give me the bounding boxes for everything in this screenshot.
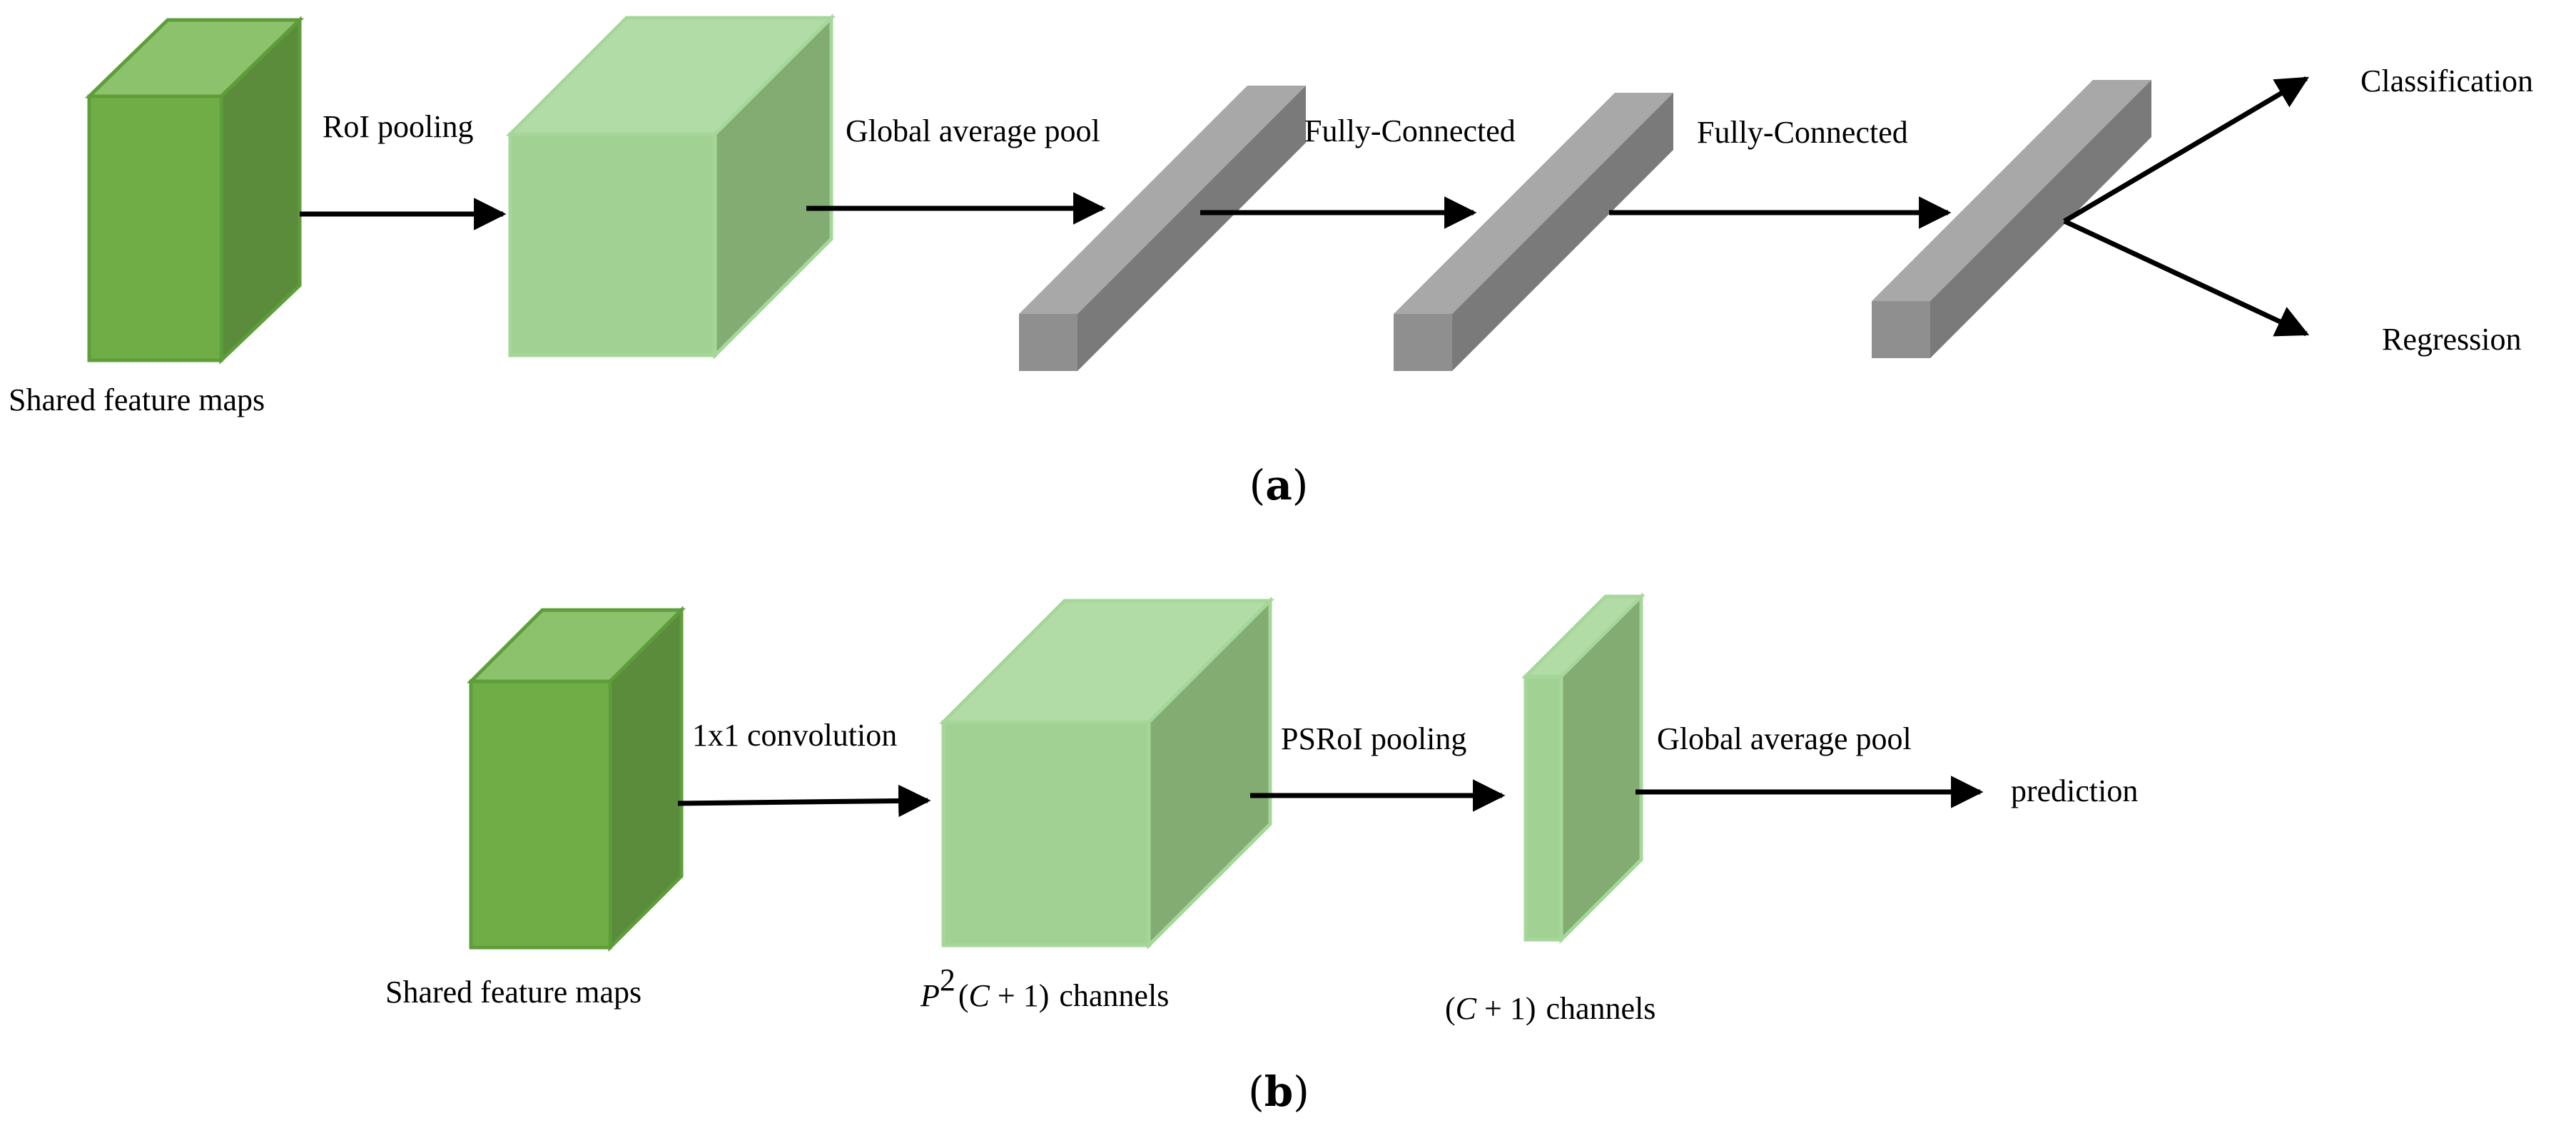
cube-score-maps <box>938 596 1275 950</box>
label-roi-pooling: RoI pooling <box>323 109 473 144</box>
caption-a: (a) <box>1249 461 1309 509</box>
cube-shared-feature-maps-a <box>84 16 305 365</box>
label-p2-channels: P2(C + 1)channels <box>920 962 1169 1013</box>
label-1x1-convolution: 1x1 convolution <box>692 718 897 753</box>
fc-vector-3 <box>1872 80 2151 358</box>
fc-vector-1 <box>1019 86 1306 371</box>
fc-vector-2 <box>1394 93 1673 371</box>
label-fully-connected-1: Fully-Connected <box>1304 113 1516 148</box>
label-shared-feature-maps-a: Shared feature maps <box>9 382 265 417</box>
label-shared-feature-maps-b: Shared feature maps <box>385 975 642 1010</box>
label-psroi-pooling: PSRoI pooling <box>1281 721 1466 756</box>
label-regression: Regression <box>2382 322 2522 357</box>
arrow-regression <box>2063 218 2310 337</box>
label-classification: Classification <box>2361 63 2533 98</box>
caption-b: (b) <box>1248 1067 1309 1116</box>
label-global-average-pool-a: Global average pool <box>846 113 1100 148</box>
arrow-1x1-convolution <box>677 784 931 818</box>
panel-a: Shared feature maps RoI pooling Global a… <box>9 13 2533 509</box>
cube-shared-feature-maps-b <box>466 605 686 952</box>
panel-b: Shared feature maps 1x1 convolution P2(C… <box>385 591 2138 1116</box>
slab-class-scores <box>1521 591 1646 945</box>
cube-roi-output <box>505 13 836 360</box>
arrow-classification <box>2063 76 2309 224</box>
label-prediction: prediction <box>2011 773 2138 808</box>
label-fully-connected-2: Fully-Connected <box>1697 115 1908 150</box>
label-c1-channels: (C + 1)channels <box>1445 991 1655 1026</box>
label-global-average-pool-b: Global average pool <box>1657 721 1912 756</box>
